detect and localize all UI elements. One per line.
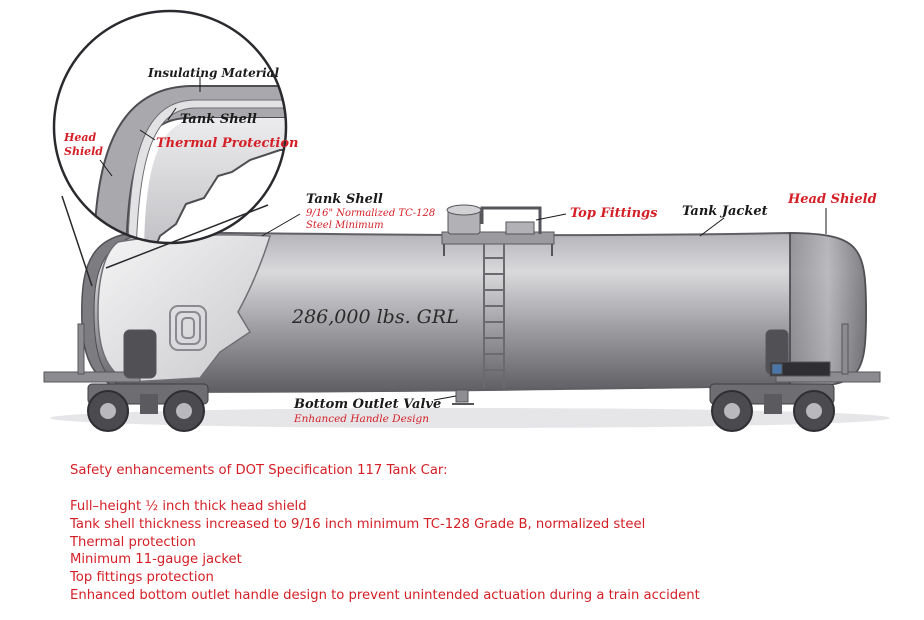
notes-item: Top fittings protection: [70, 570, 214, 586]
top-fittings: [441, 204, 555, 256]
label-thermal-protection: Thermal Protection: [156, 136, 299, 151]
notes-title: Safety enhancements of DOT Specification…: [70, 463, 448, 478]
tank-body: [80, 230, 868, 394]
callout-leaders: [261, 208, 827, 401]
ground-shadow: [50, 408, 890, 428]
inset-connector-left: [61, 195, 93, 287]
left-truck: [87, 383, 209, 432]
inset-connector-right: [105, 204, 269, 269]
notes-item: Full–height ½ inch thick head shield: [70, 499, 307, 514]
label-insulating-material: Insulating Material: [148, 66, 279, 80]
right-truck: [709, 383, 835, 432]
label-head-shield-inset: Head Shield: [64, 131, 103, 159]
label-head-shield-inset-line2: Shield: [64, 145, 103, 158]
safety-notes: Safety enhancements of DOT Specification…: [70, 462, 890, 605]
detail-inset: [52, 9, 288, 245]
label-top-fittings: Top Fittings: [570, 206, 658, 221]
label-head-shield-inset-line1: Head: [64, 131, 97, 144]
label-bottom-outlet-sub: Enhanced Handle Design: [294, 413, 430, 425]
label-tank-shell-sub-line2: Steel Minimum: [306, 220, 384, 231]
ladder: [483, 244, 505, 388]
label-tank-shell-inset: Tank Shell: [180, 112, 257, 127]
label-tank-shell-sub: 9/16" Normalized TC-128 Steel Minimum: [306, 208, 435, 232]
label-tank-jacket: Tank Jacket: [682, 204, 768, 219]
label-head-shield: Head Shield: [788, 192, 877, 207]
left-end-platform: [43, 323, 157, 383]
right-end-platform: [765, 323, 881, 383]
notes-item: Minimum 11-gauge jacket: [70, 552, 242, 568]
label-grl: 286,000 lbs. GRL: [292, 306, 459, 328]
label-tank-shell: Tank Shell: [306, 192, 383, 207]
label-bottom-outlet-valve: Bottom Outlet Valve: [294, 397, 442, 412]
interior-coil: [169, 305, 207, 351]
bottom-outlet-valve: [452, 389, 474, 405]
label-tank-shell-sub-line1: 9/16" Normalized TC-128: [306, 208, 436, 219]
notes-item: Enhanced bottom outlet handle design to …: [70, 587, 700, 603]
notes-item: Tank shell thickness increased to 9/16 i…: [70, 516, 646, 532]
notes-item: Thermal protection: [70, 534, 196, 550]
